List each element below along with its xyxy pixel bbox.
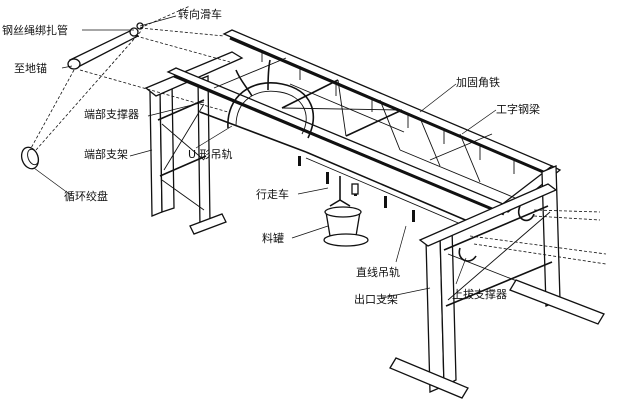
label-turning-pulley: 转向滑车	[178, 8, 222, 21]
label-reinforcing-angle: 加固角铁	[456, 76, 500, 89]
label-lift-support: 上拔支撑器	[452, 288, 507, 301]
label-winch: 循环绞盘	[64, 190, 108, 203]
label-ladle: 料罐	[262, 232, 284, 245]
label-trolley: 行走车	[256, 188, 289, 201]
label-exit-frame: 出口支架	[354, 293, 398, 306]
u-rail-drawing	[199, 59, 315, 153]
right-exit-frame	[389, 165, 605, 399]
leader-lines	[33, 15, 497, 299]
trolley-and-ladle	[323, 176, 369, 247]
top-beam-structure	[166, 29, 562, 216]
label-ground-anchor: 至地锚	[14, 62, 47, 75]
label-i-beam: 工字钢梁	[496, 103, 540, 116]
label-end-frame: 端部支架	[84, 148, 128, 161]
label-end-support: 端部支撑器	[84, 108, 139, 121]
label-wire-rope-tube: 钢丝绳绑扎管	[2, 24, 68, 37]
label-u-rail: U 形吊轨	[188, 148, 233, 161]
label-straight-rail: 直线吊轨	[356, 266, 400, 279]
